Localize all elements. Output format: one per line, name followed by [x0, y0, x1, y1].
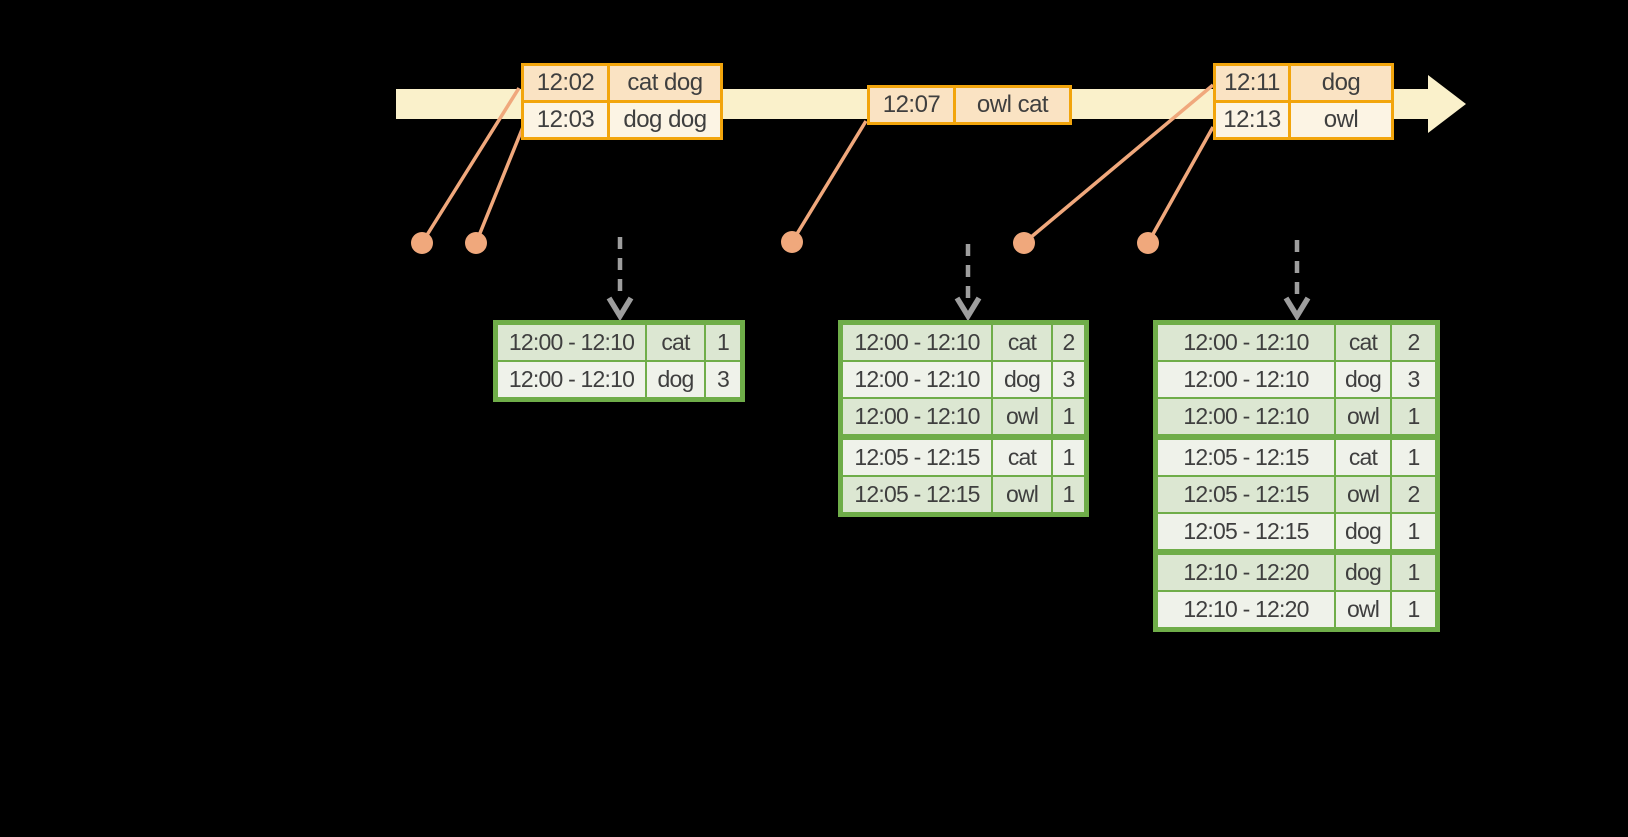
word-cell: owl — [1336, 477, 1390, 512]
trigger-arrow-head — [954, 296, 982, 322]
trigger-arrow-head — [1283, 296, 1311, 322]
window-cell: 12:00 - 12:10 — [1158, 362, 1334, 397]
event-marker-dot — [781, 231, 803, 253]
word-cell: cat — [647, 325, 704, 360]
window-cell: 12:05 - 12:15 — [1158, 514, 1334, 549]
word-cell: dog — [1336, 362, 1390, 397]
word-cell: cat — [1336, 440, 1390, 475]
word-cell: owl — [993, 477, 1051, 512]
window-group-separator — [843, 436, 1084, 438]
count-cell: 3 — [706, 362, 740, 397]
event-words-cell: dog — [1291, 66, 1391, 100]
event-words-cell: dog dog — [610, 103, 720, 137]
event-marker-dot — [1013, 232, 1035, 254]
count-cell: 1 — [1053, 477, 1084, 512]
word-cell: owl — [1336, 399, 1390, 434]
event-table-2: 12:07 owl cat — [867, 85, 1072, 125]
timeline-arrow-head — [1428, 75, 1466, 133]
event-words-cell: owl — [1291, 103, 1391, 137]
event-table-3: 12:11 dog 12:13 owl — [1213, 63, 1394, 140]
word-cell: owl — [993, 399, 1051, 434]
word-cell: dog — [1336, 514, 1390, 549]
trigger-arrows — [606, 237, 1311, 322]
window-cell: 12:00 - 12:10 — [1158, 399, 1334, 434]
event-marker-dots — [411, 231, 1159, 254]
window-cell: 12:00 - 12:10 — [498, 325, 645, 360]
event-connector-line — [474, 126, 525, 244]
event-time-cell: 12:02 — [524, 66, 607, 100]
word-cell: cat — [993, 440, 1051, 475]
result-table-2: 12:00 - 12:10 cat 2 12:00 - 12:10 dog 3 … — [838, 320, 1089, 517]
count-cell: 1 — [1053, 399, 1084, 434]
word-cell: dog — [647, 362, 704, 397]
count-cell: 1 — [1392, 399, 1435, 434]
event-marker-dot — [465, 232, 487, 254]
count-cell: 2 — [1392, 325, 1435, 360]
event-words-cell: owl cat — [956, 88, 1069, 122]
word-cell: dog — [1336, 555, 1390, 590]
window-cell: 12:05 - 12:15 — [843, 440, 991, 475]
window-cell: 12:05 - 12:15 — [843, 477, 991, 512]
count-cell: 1 — [1053, 440, 1084, 475]
count-cell: 1 — [1392, 514, 1435, 549]
event-connector-line — [1022, 83, 1215, 245]
event-connector-line — [790, 120, 868, 243]
event-marker-dot — [1137, 232, 1159, 254]
event-words-cell: cat dog — [610, 66, 720, 100]
event-connector-lines — [420, 83, 1215, 245]
trigger-arrow-head — [606, 296, 634, 322]
count-cell: 1 — [706, 325, 740, 360]
count-cell: 1 — [1392, 555, 1435, 590]
event-time-cell: 12:03 — [524, 103, 607, 137]
word-cell: dog — [993, 362, 1051, 397]
count-cell: 1 — [1392, 440, 1435, 475]
word-cell: cat — [1336, 325, 1390, 360]
window-cell: 12:00 - 12:10 — [843, 362, 991, 397]
word-cell: cat — [993, 325, 1051, 360]
event-connector-line — [420, 87, 521, 244]
event-marker-dot — [411, 232, 433, 254]
window-group-separator — [1158, 436, 1435, 438]
window-cell: 12:10 - 12:20 — [1158, 592, 1334, 627]
window-cell: 12:05 - 12:15 — [1158, 477, 1334, 512]
window-cell: 12:00 - 12:10 — [498, 362, 645, 397]
count-cell: 3 — [1053, 362, 1084, 397]
window-cell: 12:00 - 12:10 — [1158, 325, 1334, 360]
window-group-separator — [1158, 551, 1435, 553]
event-time-cell: 12:11 — [1216, 66, 1288, 100]
count-cell: 3 — [1392, 362, 1435, 397]
window-cell: 12:00 - 12:10 — [843, 325, 991, 360]
window-cell: 12:05 - 12:15 — [1158, 440, 1334, 475]
event-connector-line — [1146, 126, 1215, 244]
result-table-1: 12:00 - 12:10 cat 1 12:00 - 12:10 dog 3 — [493, 320, 745, 402]
window-cell: 12:00 - 12:10 — [843, 399, 991, 434]
event-time-cell: 12:13 — [1216, 103, 1288, 137]
count-cell: 2 — [1053, 325, 1084, 360]
result-table-3: 12:00 - 12:10 cat 2 12:00 - 12:10 dog 3 … — [1153, 320, 1440, 632]
count-cell: 2 — [1392, 477, 1435, 512]
count-cell: 1 — [1392, 592, 1435, 627]
window-cell: 12:10 - 12:20 — [1158, 555, 1334, 590]
event-time-cell: 12:07 — [870, 88, 953, 122]
word-cell: owl — [1336, 592, 1390, 627]
event-table-1: 12:02 cat dog 12:03 dog dog — [521, 63, 723, 140]
